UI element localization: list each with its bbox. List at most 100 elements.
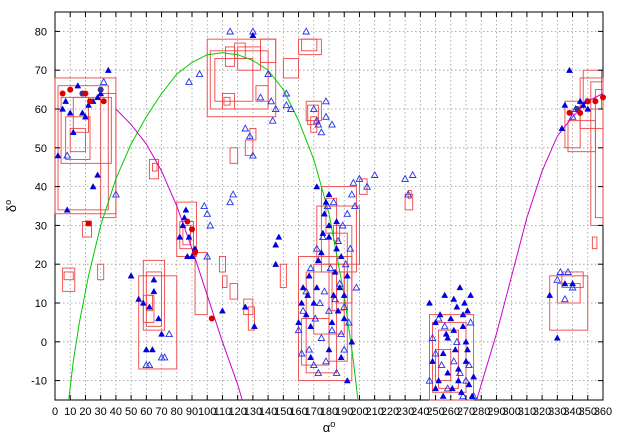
filled-triangle-point (142, 346, 150, 353)
filled-triangle-point (145, 303, 153, 310)
filled-triangle-point (295, 318, 303, 326)
filled-triangle-point (180, 214, 188, 221)
filled-triangle-point (569, 280, 577, 287)
y-tick-label: 40 (35, 182, 47, 194)
x-tick-label: 260 (442, 406, 460, 418)
filled-triangle-point (176, 233, 184, 240)
filled-triangle-point (313, 183, 321, 190)
filled-circle-point (192, 249, 199, 256)
region-rect (229, 283, 239, 300)
filled-circle-point (59, 90, 66, 97)
filled-triangle-point (546, 291, 554, 298)
filled-triangle-point (241, 303, 249, 310)
filled-triangle-point (447, 314, 455, 322)
magenta-curve (476, 93, 604, 401)
region-rect (260, 38, 277, 63)
filled-triangle-point (185, 233, 193, 240)
region-rect (151, 162, 158, 172)
green-curve (68, 52, 359, 401)
y-axis-label-main: δ (4, 205, 19, 212)
filled-triangle-point (182, 206, 190, 213)
open-triangle-point (286, 104, 295, 113)
x-tick-label: 220 (381, 406, 399, 418)
filled-triangle-point (436, 311, 444, 318)
open-triangle-point (315, 298, 324, 307)
filled-triangle-point (97, 89, 105, 97)
filled-circle-point (100, 98, 107, 105)
filled-triangle-point (467, 291, 475, 298)
open-triangle-point (337, 329, 346, 338)
filled-triangle-point (89, 183, 97, 190)
open-triangle-point (408, 170, 417, 178)
open-triangle-point (302, 287, 311, 295)
filled-triangle-point (426, 299, 433, 306)
y-tick-label: 30 (35, 220, 47, 232)
filled-triangle-point (470, 373, 478, 380)
filled-triangle-point (456, 283, 464, 291)
open-triangle-point (322, 357, 330, 365)
filled-triangle-point (337, 353, 345, 360)
open-triangle-point (341, 260, 350, 268)
region-rect (221, 93, 236, 110)
magenta-curve (115, 108, 243, 401)
open-triangle-point (267, 97, 276, 105)
filled-circle-point (577, 109, 584, 116)
x-tick-label: 290 (487, 406, 505, 418)
region-rect (255, 85, 269, 102)
x-tick-label: 230 (396, 406, 414, 418)
region-rect (223, 96, 231, 106)
filled-triangle-point (127, 272, 135, 279)
region-rect (69, 127, 86, 153)
open-triangle-point (185, 77, 193, 85)
region-rect (432, 321, 467, 393)
filled-triangle-point (325, 190, 333, 198)
y-tick-label: 50 (35, 143, 47, 155)
open-triangle-point (256, 93, 265, 101)
open-triangle-point (334, 236, 343, 244)
open-triangle-point (206, 221, 215, 229)
filled-triangle-point (439, 349, 447, 357)
filled-triangle-point (59, 105, 67, 112)
filled-triangle-point (319, 229, 327, 236)
open-triangle-point (349, 178, 358, 186)
region-rect (234, 42, 246, 60)
x-axis-label-sup: o (330, 419, 335, 429)
x-tick-label: 340 (563, 406, 581, 418)
filled-triangle-point (441, 291, 449, 298)
filled-triangle-point (188, 252, 196, 260)
open-triangle-point (322, 112, 330, 120)
filled-triangle-point (450, 295, 458, 302)
filled-circle-point (208, 315, 215, 322)
filled-triangle-point (561, 280, 569, 287)
x-tick-label: 270 (457, 406, 475, 418)
region-rect (429, 314, 475, 401)
x-tick-label: 40 (110, 406, 122, 418)
open-triangle-point (264, 69, 273, 78)
open-triangle-point (346, 244, 355, 252)
open-triangle-point (449, 357, 458, 365)
open-triangle-point (325, 306, 333, 314)
filled-triangle-point (464, 346, 471, 353)
x-tick-label: 70 (155, 406, 167, 418)
filled-circle-point (592, 98, 599, 105)
filled-triangle-point (275, 233, 283, 240)
open-triangle-point (404, 190, 413, 198)
region-rect (62, 267, 76, 292)
open-triangle-point (241, 124, 250, 132)
points (54, 27, 606, 400)
filled-circle-point (189, 226, 195, 233)
open-triangle-point (443, 384, 452, 392)
y-tick-label: 80 (35, 26, 47, 38)
x-tick-label: 100 (198, 406, 216, 418)
open-triangle-point (63, 151, 72, 159)
filled-triangle-point (307, 353, 315, 360)
filled-triangle-point (78, 109, 86, 116)
y-axis-label-sup: o (3, 200, 13, 205)
region-rect (72, 96, 89, 133)
filled-triangle-point (298, 299, 306, 306)
x-tick-label: 190 (335, 406, 353, 418)
open-triangle-point (340, 345, 349, 353)
x-tick-label: 30 (95, 406, 107, 418)
y-tick-label: 70 (35, 65, 47, 77)
